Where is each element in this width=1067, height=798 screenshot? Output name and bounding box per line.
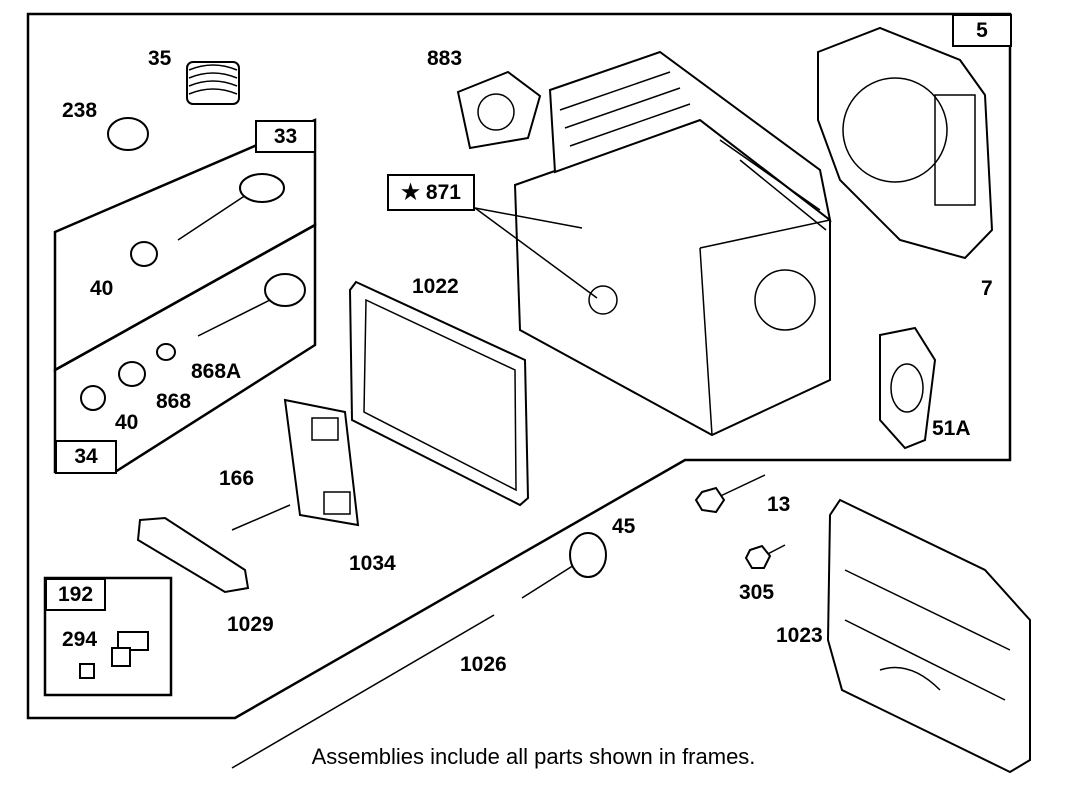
seal-drawing bbox=[118, 361, 146, 387]
part-label-40-lower: 40 bbox=[115, 411, 139, 434]
screw-305-drawing bbox=[744, 544, 786, 569]
part-label-51A: 51A bbox=[932, 417, 971, 440]
intake-valve-drawing bbox=[177, 173, 285, 241]
retainer-lower-drawing bbox=[80, 385, 106, 411]
rotator-drawing bbox=[156, 343, 176, 361]
frame-label-192: 192 bbox=[45, 578, 106, 611]
part-label-294: 294 bbox=[62, 628, 98, 651]
bolt-13-drawing bbox=[694, 474, 766, 514]
frame-label-33: 33 bbox=[255, 120, 316, 153]
part-label-40-upper: 40 bbox=[90, 277, 114, 300]
star-icon: ★ bbox=[401, 181, 420, 204]
rocker-cover-gasket-drawing bbox=[348, 280, 530, 507]
guide-plate-drawing bbox=[521, 532, 607, 599]
part-label-13: 13 bbox=[767, 493, 791, 516]
adjuster-screw-drawing bbox=[79, 631, 149, 679]
valve-assembly-frame-33 bbox=[53, 118, 317, 373]
part-label-868A: 868A bbox=[191, 360, 242, 383]
valve-spring-drawing bbox=[186, 61, 240, 105]
frame-label-5: 5 bbox=[952, 14, 1012, 47]
rocker-arm-drawing bbox=[136, 516, 250, 594]
part-label-45: 45 bbox=[612, 515, 636, 538]
cylinder-head-drawing bbox=[513, 50, 832, 437]
part-label-868: 868 bbox=[156, 390, 192, 413]
frame-label-34: 34 bbox=[55, 440, 117, 474]
exhaust-valve-drawing bbox=[197, 273, 306, 337]
valve-assembly-frame-34 bbox=[53, 222, 317, 474]
rocker-plate-drawing bbox=[283, 398, 360, 527]
part-label-166: 166 bbox=[219, 467, 255, 490]
part-label-1029: 1029 bbox=[227, 613, 274, 636]
part-label-1034: 1034 bbox=[349, 552, 396, 575]
part-label-883: 883 bbox=[427, 47, 463, 70]
valve-cover-drawing bbox=[826, 498, 1031, 774]
part-label-35: 35 bbox=[148, 47, 172, 70]
cap-drawing bbox=[107, 117, 149, 151]
cylinder-head-part-number: 871 bbox=[425, 180, 461, 204]
cylinder-head-label-box: ★ 871 bbox=[387, 174, 475, 211]
part-label-305: 305 bbox=[739, 581, 775, 604]
rocker-stud-drawing bbox=[231, 504, 291, 531]
part-label-238: 238 bbox=[62, 99, 98, 122]
part-label-1023: 1023 bbox=[776, 624, 823, 647]
retainer-upper-drawing bbox=[130, 241, 158, 267]
intake-gasket-drawing bbox=[879, 326, 937, 450]
part-label-1022: 1022 bbox=[412, 275, 459, 298]
adjuster-assembly-frame bbox=[43, 576, 173, 697]
head-gasket-drawing bbox=[817, 26, 994, 260]
part-label-1026: 1026 bbox=[460, 653, 507, 676]
diagram-caption: Assemblies include all parts shown in fr… bbox=[311, 744, 756, 769]
part-label-7: 7 bbox=[981, 277, 993, 300]
push-rod-drawing bbox=[231, 614, 495, 769]
exhaust-gasket-drawing bbox=[456, 70, 542, 150]
